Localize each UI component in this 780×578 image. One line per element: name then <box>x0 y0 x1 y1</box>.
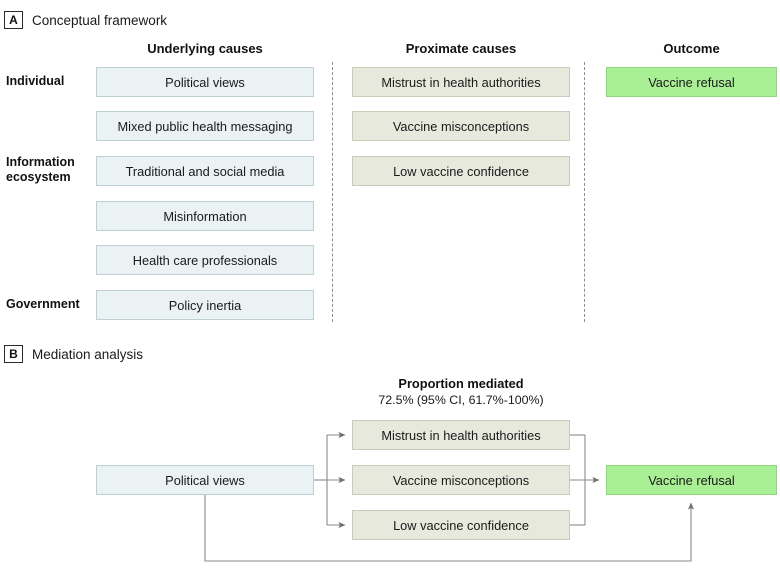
row-label-government: Government <box>6 297 80 311</box>
box-low-vaccine-confidence[interactable]: Low vaccine confidence <box>352 156 570 186</box>
row-label-information-ecosystem: Information ecosystem <box>6 155 75 185</box>
column-header-proximate-causes: Proximate causes <box>405 41 517 56</box>
panel-a-title: Conceptual framework <box>32 12 168 28</box>
box-mixed-public-health-messaging[interactable]: Mixed public health messaging <box>96 111 314 141</box>
box-mistrust-in-health-authorities[interactable]: Mistrust in health authorities <box>352 67 570 97</box>
box-traditional-and-social-media[interactable]: Traditional and social media <box>96 156 314 186</box>
panel-a-header: A Conceptual framework <box>4 11 167 29</box>
row-label-information-ecosystem-line2: ecosystem <box>6 170 71 184</box>
box-misinformation[interactable]: Misinformation <box>96 201 314 231</box>
box-vaccine-misconceptions[interactable]: Vaccine misconceptions <box>352 111 570 141</box>
box-political-views[interactable]: Political views <box>96 67 314 97</box>
box-b-vaccine-refusal[interactable]: Vaccine refusal <box>606 465 777 495</box>
box-health-care-professionals[interactable]: Health care professionals <box>96 245 314 275</box>
box-b-mistrust-in-health-authorities[interactable]: Mistrust in health authorities <box>352 420 570 450</box>
box-policy-inertia[interactable]: Policy inertia <box>96 290 314 320</box>
box-b-political-views[interactable]: Political views <box>96 465 314 495</box>
column-header-underlying-causes: Underlying causes <box>147 41 263 56</box>
box-b-low-vaccine-confidence[interactable]: Low vaccine confidence <box>352 510 570 540</box>
panel-a-letter: A <box>4 11 23 29</box>
panel-b-header: B Mediation analysis <box>4 345 143 363</box>
column-header-outcome: Outcome <box>663 41 720 56</box>
box-vaccine-refusal[interactable]: Vaccine refusal <box>606 67 777 97</box>
proportion-mediated-annotation: Proportion mediated 72.5% (95% CI, 61.7%… <box>352 376 570 408</box>
box-b-vaccine-misconceptions[interactable]: Vaccine misconceptions <box>352 465 570 495</box>
divider-underlying-proximate <box>332 62 333 322</box>
panel-b-title: Mediation analysis <box>32 346 144 362</box>
panel-b-letter: B <box>4 345 23 363</box>
row-label-individual: Individual <box>6 74 65 88</box>
proportion-mediated-value: 72.5% (95% CI, 61.7%-100%) <box>378 393 544 407</box>
divider-proximate-outcome <box>584 62 585 322</box>
row-label-information-ecosystem-line1: Information <box>6 155 75 169</box>
proportion-mediated-title: Proportion mediated <box>398 376 524 391</box>
